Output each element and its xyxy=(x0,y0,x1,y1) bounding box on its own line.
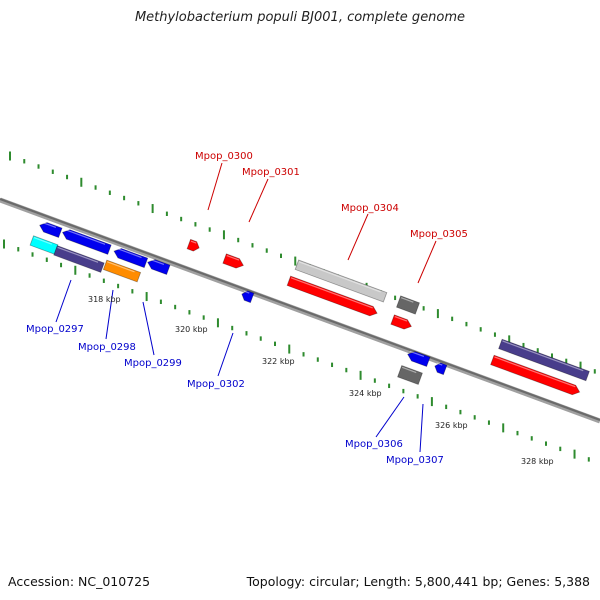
scale-label: 318 kbp xyxy=(88,295,121,304)
scale-label: 326 kbp xyxy=(435,421,468,430)
gene-red-right[interactable] xyxy=(490,354,582,397)
gene-navy-left[interactable] xyxy=(53,245,105,273)
scale-label: 320 kbp xyxy=(175,325,208,334)
gene-navy-right[interactable] xyxy=(498,338,590,382)
scale-label: 322 kbp xyxy=(262,357,295,366)
gene-label-mpop-0297[interactable]: Mpop_0297 xyxy=(26,324,84,335)
gene-mpop-0302[interactable] xyxy=(240,289,255,304)
gene-mpop-0297[interactable] xyxy=(29,235,59,255)
genome-backbone xyxy=(0,197,600,424)
gene-blue-5[interactable] xyxy=(406,350,431,368)
leader-line-mpop-0304 xyxy=(347,213,369,261)
gene-label-mpop-0301[interactable]: Mpop_0301 xyxy=(242,167,300,178)
gene-features xyxy=(29,221,590,397)
map-title: Methylobacterium populi BJ001, complete … xyxy=(134,10,466,25)
leader-line-mpop-0300 xyxy=(207,162,223,211)
tick-tracks xyxy=(3,151,596,462)
gene-light-gray[interactable] xyxy=(294,259,388,303)
leader-line-mpop-0301 xyxy=(248,178,269,223)
scale-label: 328 kbp xyxy=(521,457,554,466)
topology-text: Topology: circular; Length: 5,800,441 bp… xyxy=(246,574,590,589)
gene-label-mpop-0299[interactable]: Mpop_0299 xyxy=(124,358,182,369)
gene-label-mpop-0300[interactable]: Mpop_0300 xyxy=(195,151,253,162)
gene-label-mpop-0302[interactable]: Mpop_0302 xyxy=(187,379,245,390)
gene-mpop-0306[interactable] xyxy=(433,361,448,376)
accession-text: Accession: NC_010725 xyxy=(8,574,151,589)
leader-line-mpop-0305 xyxy=(417,240,437,284)
gene-mpop-0301[interactable] xyxy=(222,253,245,270)
gene-label-mpop-0307[interactable]: Mpop_0307 xyxy=(386,455,444,466)
gene-dark-gray-upper[interactable] xyxy=(396,295,420,315)
gene-blue-2[interactable] xyxy=(61,228,112,255)
leader-line-mpop-0307 xyxy=(419,403,424,453)
gene-label-mpop-0305[interactable]: Mpop_0305 xyxy=(410,229,468,240)
leader-line-mpop-0306 xyxy=(375,396,405,438)
leader-line-mpop-0298 xyxy=(105,289,114,340)
leader-line-mpop-0299 xyxy=(142,301,155,356)
gene-mpop-0300[interactable] xyxy=(186,238,201,252)
gene-blue-4[interactable] xyxy=(146,258,171,276)
leader-lines xyxy=(55,162,437,453)
gene-label-mpop-0304[interactable]: Mpop_0304 xyxy=(341,203,399,214)
scale-label: 324 kbp xyxy=(349,389,382,398)
gene-label-mpop-0306[interactable]: Mpop_0306 xyxy=(345,439,403,450)
gene-labels: Mpop_0300 Mpop_0301 Mpop_0304 Mpop_0305 … xyxy=(26,151,468,466)
gene-label-mpop-0298[interactable]: Mpop_0298 xyxy=(78,342,136,353)
leader-line-mpop-0302 xyxy=(217,332,234,377)
gene-blue-3[interactable] xyxy=(112,246,149,269)
scale-labels: 318 kbp 320 kbp 322 kbp 324 kbp 326 kbp … xyxy=(88,295,554,466)
gene-mpop-0307[interactable] xyxy=(397,365,423,385)
gene-mpop-0304[interactable] xyxy=(286,275,379,318)
gene-blue-1[interactable] xyxy=(38,221,63,239)
gene-mpop-0298[interactable] xyxy=(102,259,142,283)
gene-mpop-0305[interactable] xyxy=(390,314,413,331)
leader-line-mpop-0297 xyxy=(55,279,72,323)
